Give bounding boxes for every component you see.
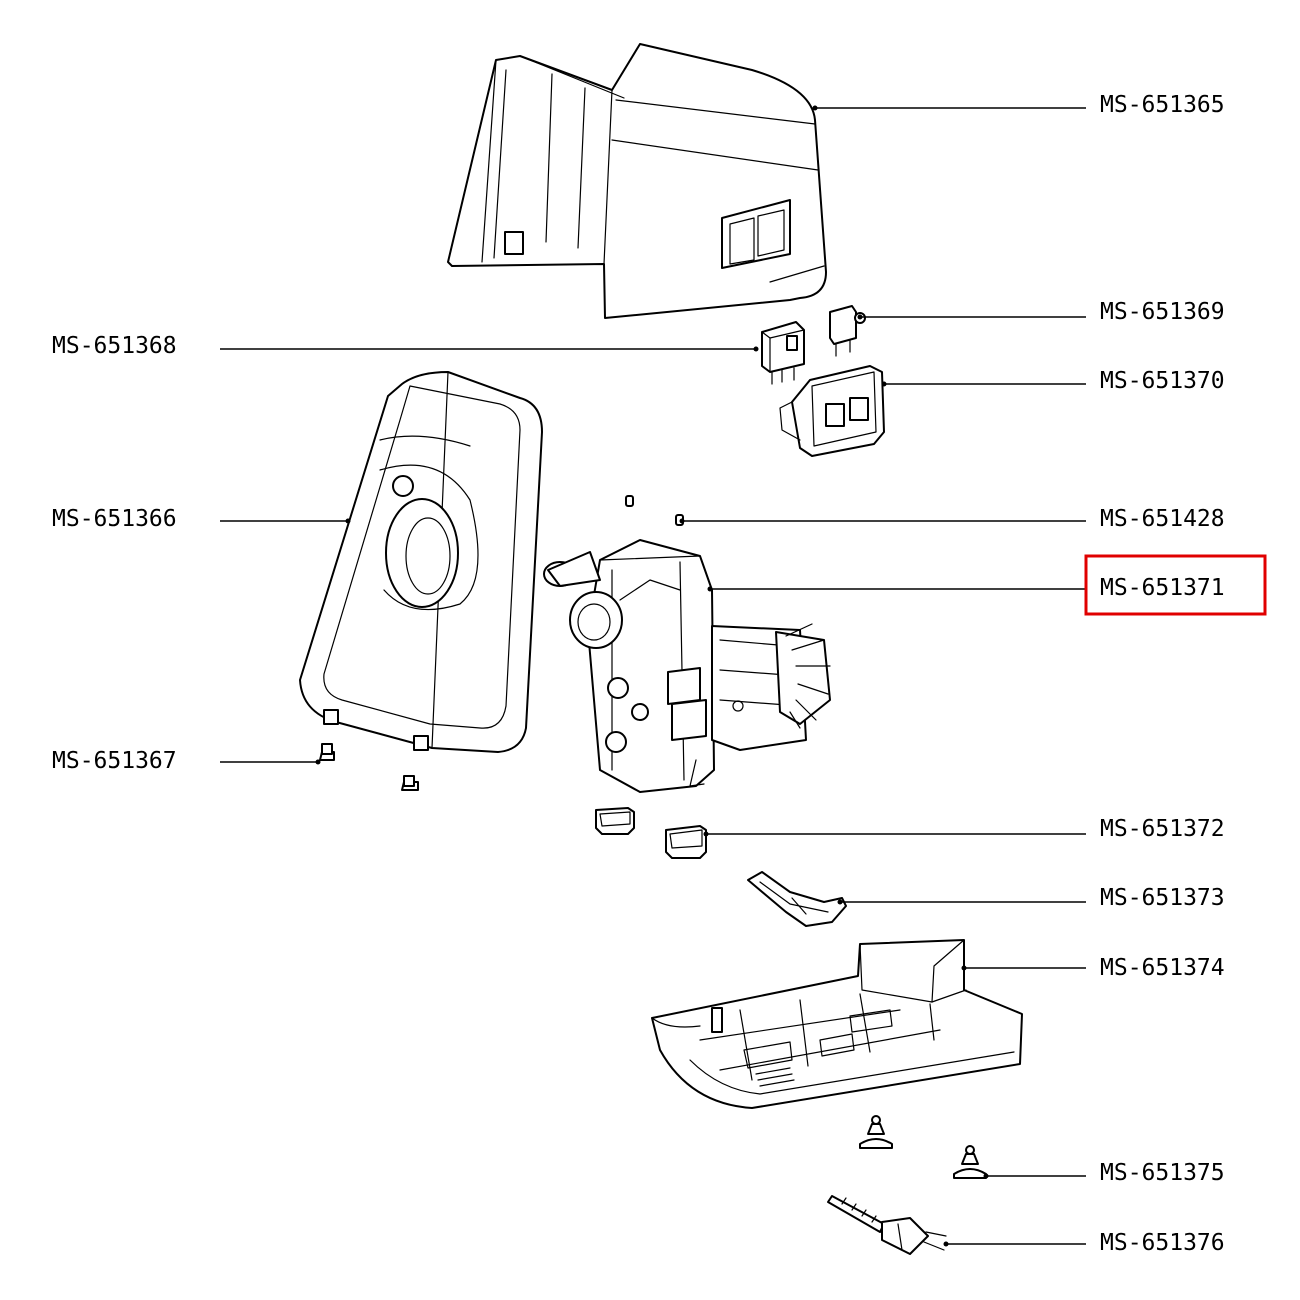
power-cord-drawing	[827, 1195, 947, 1255]
label-base[interactable]: MS-651374	[1100, 955, 1225, 981]
bushing-drawing	[595, 807, 707, 859]
front-cover-drawing	[299, 371, 543, 753]
label-foot[interactable]: MS-651375	[1100, 1160, 1225, 1186]
label-power-cord[interactable]: MS-651376	[1100, 1230, 1225, 1256]
label-bracket[interactable]: MS-651373	[1100, 885, 1225, 911]
label-pin[interactable]: MS-651428	[1100, 506, 1225, 532]
label-motor-gearbox[interactable]: MS-651371	[1100, 575, 1225, 601]
bracket-drawing	[747, 871, 847, 927]
base-drawing	[651, 939, 1023, 1109]
label-switch[interactable]: MS-651368	[52, 333, 177, 359]
label-screw[interactable]: MS-651367	[52, 748, 177, 774]
part-labels[interactable]: MS-651365 MS-651368 MS-651369 MS-651370 …	[52, 92, 1225, 1256]
foot-drawing	[859, 1115, 987, 1179]
switch-drawing	[761, 321, 805, 385]
label-bushing[interactable]: MS-651372	[1100, 816, 1225, 842]
motor-gearbox-drawing	[543, 539, 831, 793]
switch-small-drawing	[829, 305, 866, 357]
label-top-cover[interactable]: MS-651365	[1100, 92, 1225, 118]
top-cover-drawing	[447, 43, 827, 319]
leader-lines	[220, 105, 1086, 1247]
screw-drawing	[319, 743, 419, 791]
highlight-box	[1084, 554, 1267, 616]
label-front-cover[interactable]: MS-651366	[52, 506, 177, 532]
label-switch-small[interactable]: MS-651369	[1100, 299, 1225, 325]
pin-drawing	[625, 495, 684, 526]
label-switch-panel[interactable]: MS-651370	[1100, 368, 1225, 394]
switch-panel-drawing	[779, 365, 885, 457]
